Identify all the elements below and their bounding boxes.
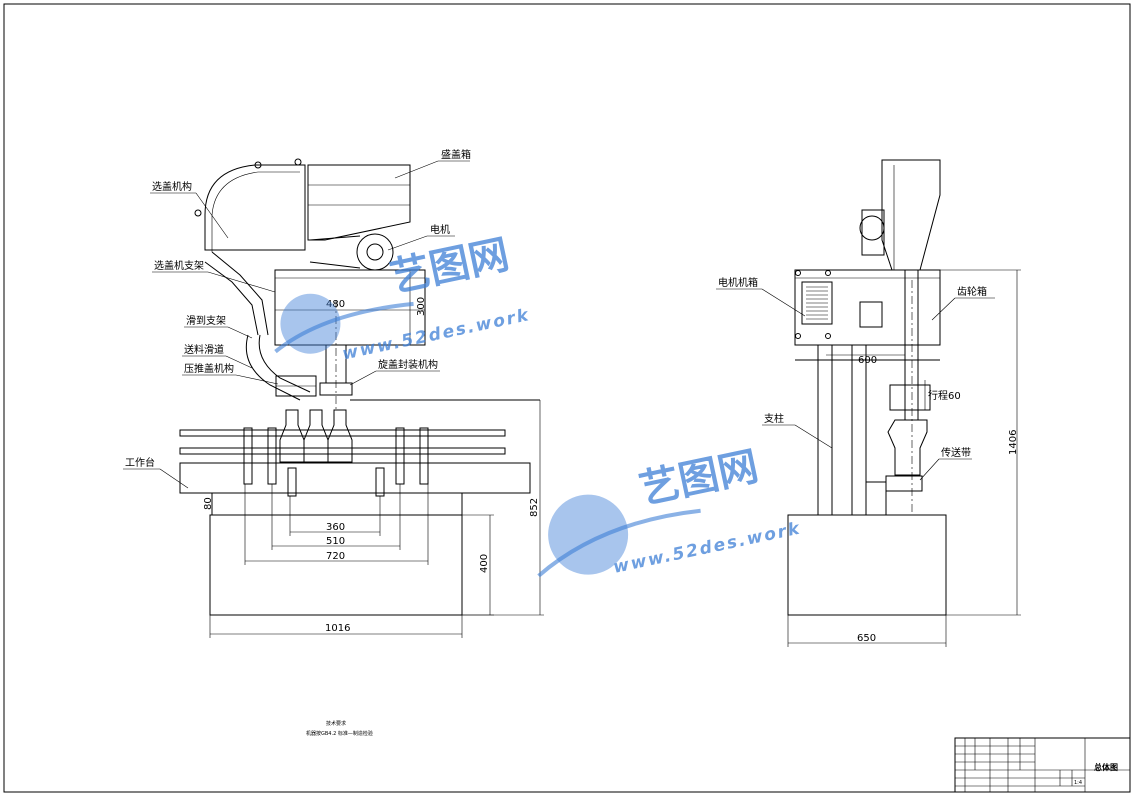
- label-selector-bracket: 选盖机支架: [154, 259, 204, 272]
- column: [817, 344, 833, 516]
- dim-480: 480: [326, 299, 345, 310]
- side-view: [787, 159, 947, 616]
- conveyor-rail: [179, 447, 506, 455]
- cap-box: [307, 164, 411, 241]
- notes-line1: 技术要求: [326, 720, 346, 727]
- side-cap-box: [881, 159, 941, 271]
- front-view-dimensions: 480 300 80 360 510 720 1016 400 852: [203, 270, 544, 638]
- label-column: 支柱: [764, 412, 784, 425]
- watermark-en: www.52des.work: [612, 518, 803, 577]
- dim-852: 852: [529, 498, 540, 517]
- cap-selector-housing: [204, 164, 306, 251]
- front-view: [179, 158, 540, 616]
- conveyor-rail: [179, 429, 506, 437]
- dim-650: 650: [857, 633, 876, 644]
- drawing-frame: [3, 3, 1131, 793]
- bolt-icon: [795, 333, 801, 339]
- label-motor-box: 电机机箱: [718, 276, 758, 289]
- side-gearbox: [794, 269, 941, 346]
- cap-selector-inner: [211, 171, 300, 252]
- bolt-icon: [825, 270, 831, 276]
- watermark-2: 艺图网 www.52des.work: [537, 443, 803, 578]
- workbench-frame: [211, 492, 463, 516]
- dim-1406: 1406: [1008, 430, 1019, 455]
- label-workbench: 工作台: [125, 456, 155, 469]
- notes-line2: 机器按GB4.2 标准—制造检验: [306, 730, 373, 737]
- dim-360: 360: [326, 522, 345, 533]
- front-gearbox: [274, 269, 426, 346]
- label-gear-box: 齿轮箱: [957, 285, 987, 298]
- label-feed-chute: 送料滑道: [184, 343, 224, 356]
- column: [851, 344, 867, 516]
- label-cap-box: 盛盖箱: [441, 148, 471, 161]
- title-block-scale: 1:4: [1074, 780, 1082, 786]
- label-slide-bracket: 滑到支架: [186, 315, 226, 327]
- title-block: 总体图 1:4: [954, 737, 1131, 793]
- feed-chute: [245, 334, 301, 401]
- base-cabinet: [209, 514, 463, 616]
- conveyor-belt: [885, 475, 923, 492]
- side-view-labels: 电机机箱 齿轮箱 行程60 支柱 传送带: [716, 276, 995, 481]
- label-conveyor: 传送带: [941, 446, 971, 459]
- watermark-cn: 艺图网: [386, 232, 513, 302]
- front-view-labels: 盛盖箱 选盖机构 电机 选盖机支架 滑到支架 送料滑道 压推盖机构 旋盖封装机构…: [123, 148, 471, 489]
- label-screw-cap: 旋盖封装机构: [378, 358, 438, 371]
- side-pulley: [859, 215, 885, 241]
- bolt-icon: [194, 209, 202, 217]
- bolt-icon: [825, 333, 831, 339]
- selector-bracket: [211, 251, 269, 336]
- side-view-dimensions: 600 1406 650: [787, 269, 1021, 647]
- technical-notes: 技术要求 机器按GB4.2 标准—制造检验: [306, 720, 373, 737]
- watermark-en: www.52des.work: [341, 305, 532, 364]
- title-block-title: 总体图: [1094, 762, 1118, 772]
- watermark-1: 艺图网 www.52des.work: [274, 232, 532, 364]
- dim-720: 720: [326, 551, 345, 562]
- dim-300: 300: [416, 297, 427, 316]
- label-cap-press: 压推盖机构: [184, 362, 234, 375]
- dim-80: 80: [203, 497, 214, 510]
- side-base: [787, 514, 947, 616]
- dim-600: 600: [858, 355, 877, 366]
- dim-400: 400: [479, 554, 490, 573]
- bolt-icon: [294, 158, 302, 166]
- bolt-icon: [254, 161, 262, 169]
- dim-1016: 1016: [325, 623, 350, 634]
- side-bottle: [887, 419, 928, 476]
- motor-box-vent: [801, 281, 833, 325]
- bolt-icon: [795, 270, 801, 276]
- dim-510: 510: [326, 536, 345, 547]
- label-motor: 电机: [430, 223, 450, 236]
- label-cap-selector: 选盖机构: [152, 180, 192, 193]
- label-stroke: 行程60: [928, 389, 961, 402]
- watermark-cn: 艺图网: [635, 443, 762, 513]
- workbench-top: [179, 462, 531, 494]
